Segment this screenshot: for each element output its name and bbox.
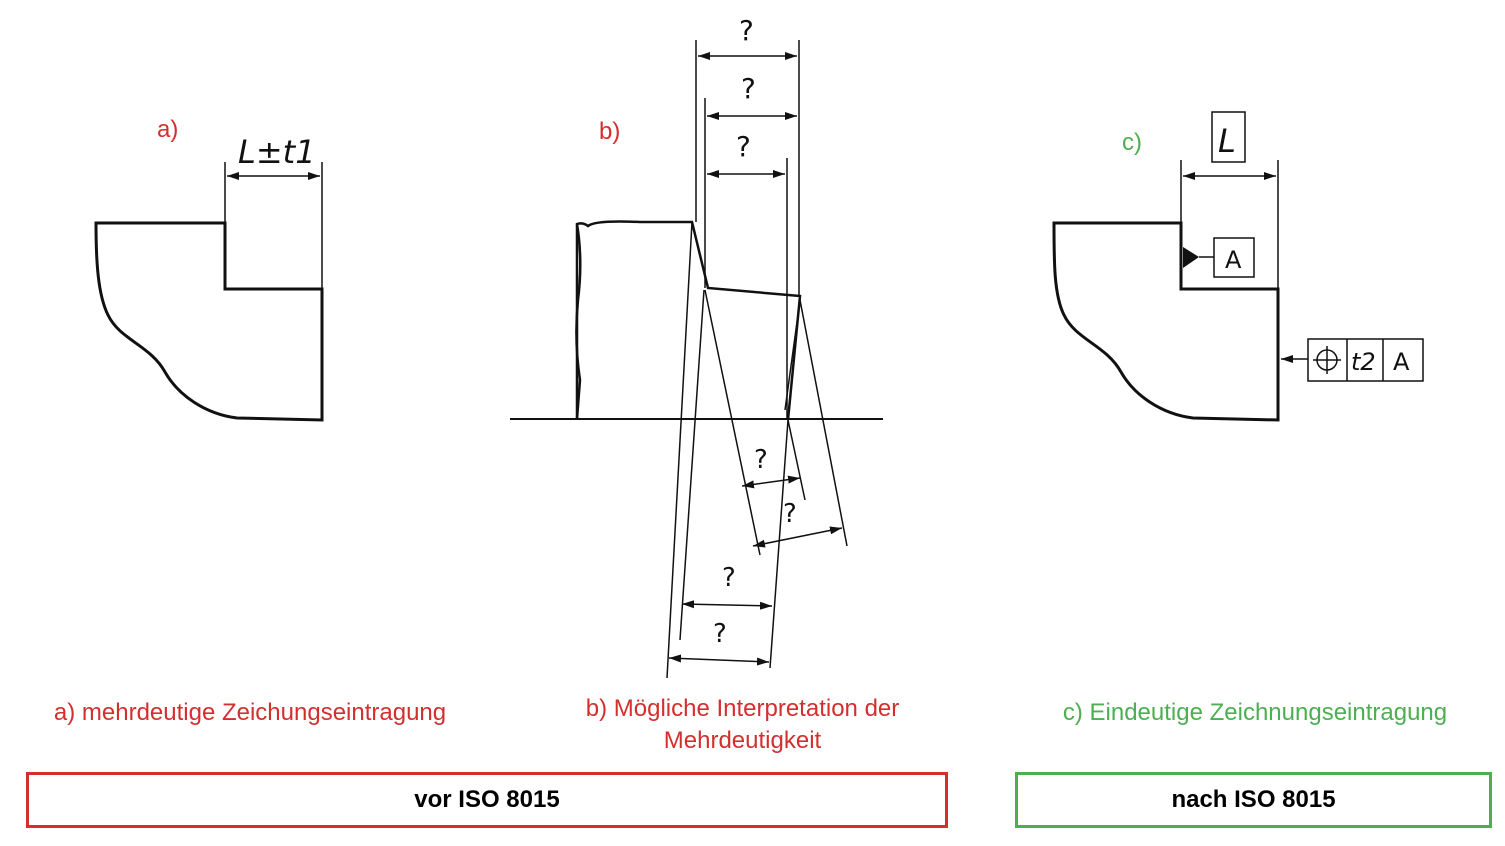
position-icon [1313, 346, 1341, 374]
panel-b-question-mark: ? [739, 14, 754, 47]
after-iso-box: nach ISO 8015 [1015, 772, 1492, 828]
panel-b-question-mark: ? [722, 563, 736, 593]
panel-b-dimension-low-1 [741, 475, 801, 489]
panel-c-datum-frame [1213, 237, 1255, 278]
panel-c-dimension-text: L [1218, 122, 1236, 160]
before-iso-label: vor ISO 8015 [414, 786, 560, 813]
panel-c-tolerance-datum: A [1393, 348, 1410, 376]
panel-b-question-mark: ? [736, 130, 751, 163]
panel-b-letter: b) [599, 118, 621, 145]
panel-a-drawing [94, 162, 324, 422]
panel-a-letter: a) [157, 116, 179, 143]
panel-c-feature-control-frame [1307, 338, 1424, 382]
panel-c-datum-triangle [1183, 247, 1199, 268]
panel-c-letter: c) [1122, 129, 1142, 156]
panel-b-question-mark: ? [713, 619, 727, 649]
panel-b-drawing [510, 40, 883, 679]
panel-c-caption: c) Eindeutige Zeichnungseintragung [1062, 699, 1448, 726]
panel-b-question-mark: ? [754, 445, 768, 475]
panel-a-part-outline [94, 221, 324, 422]
after-iso-label: nach ISO 8015 [1171, 786, 1336, 813]
panel-c-datum-label: A [1225, 246, 1242, 274]
panel-b-left-wavy [575, 223, 582, 420]
panel-b-dimension-low-3 [681, 600, 773, 610]
panel-a-dimension-text: L±t1 [238, 133, 316, 171]
panel-a-caption: a) mehrdeutige Zeichungseintragung [53, 699, 447, 726]
panel-c-tolerance-value: t2 [1351, 348, 1376, 376]
before-iso-box: vor ISO 8015 [26, 772, 948, 828]
panel-b-caption-line2: Mehrdeutigkeit [663, 727, 822, 754]
panel-b-dimension-low-4 [668, 654, 770, 666]
panel-b-question-mark: ? [783, 499, 797, 529]
panel-b-caption-line1: b) Mögliche Interpretation der [585, 695, 900, 722]
panel-c-part-outline [1052, 221, 1280, 422]
panel-c-drawing [1052, 111, 1424, 422]
panel-b-question-mark: ? [741, 72, 756, 105]
panel-c-basic-dimension-frame [1211, 111, 1246, 163]
panel-b-part-shape [575, 220, 802, 421]
panel-b-question-marks: ? ? ? ? ? ? ? [713, 14, 797, 649]
panel-b-dimension-low-2 [752, 526, 843, 548]
